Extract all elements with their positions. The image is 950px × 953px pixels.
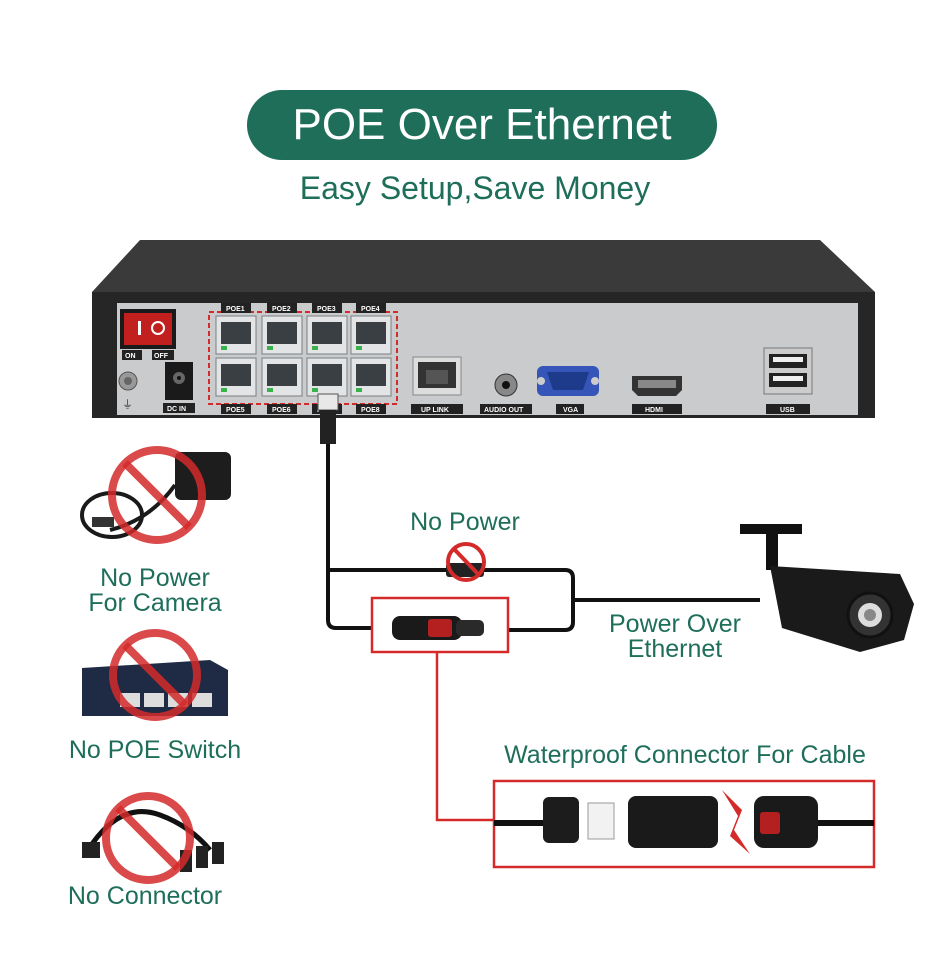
- no-power-sign-icon: [446, 542, 486, 582]
- audio-out-label: AUDIO OUT: [484, 407, 524, 414]
- waterproof-connector-label: Waterproof Connector For Cable: [504, 741, 866, 769]
- port-tag-bg: [221, 404, 251, 414]
- poe-port-label: POE4: [361, 306, 380, 313]
- poe-port-icon: [306, 357, 348, 397]
- page-subtitle: Easy Setup,Save Money: [299, 170, 651, 206]
- poe-port-label: POE1: [226, 306, 245, 313]
- power-adapter-icon: [80, 446, 231, 544]
- poe-port-icon: [261, 315, 303, 355]
- poe-port-icon: [261, 357, 303, 397]
- dc-in-port-icon: DC IN: [163, 362, 195, 413]
- poe-port-icon: [350, 315, 392, 355]
- poe-port-icon: [350, 357, 392, 397]
- page-title: POE Over Ethernet: [292, 100, 672, 149]
- usb-port-icon: USB: [763, 347, 813, 414]
- poe-port-label: POE8: [361, 407, 380, 414]
- port-tag-bg: [221, 303, 251, 313]
- hdmi-label: HDMI: [645, 407, 663, 414]
- nvr-recorder: ON OFF ⏚ DC IN POE1 POE2 POE3 POE4 POE5 POE6…: [92, 240, 875, 418]
- callout-line: [435, 652, 494, 822]
- hdmi-port-icon: HDMI: [632, 376, 682, 414]
- splitter-cable-icon: [82, 792, 224, 884]
- port-tag-bg: [312, 303, 342, 313]
- usb-label: USB: [780, 407, 795, 414]
- poe-port-icon: [215, 315, 257, 355]
- dc-in-label: DC IN: [167, 406, 186, 413]
- no-power-label: No Power: [410, 508, 520, 536]
- no-connector-label: No Connector: [67, 882, 223, 910]
- ethernet-cable: [317, 393, 760, 632]
- title-banner: POE Over Ethernet: [247, 90, 717, 160]
- vga-label: VGA: [563, 407, 578, 414]
- no-power-camera-label: No Power For Camera: [88, 564, 222, 617]
- network-switch-icon: [82, 629, 228, 721]
- uplink-label: UP LINK: [421, 407, 449, 414]
- poe-port-label: POE5: [226, 407, 245, 414]
- power-switch-icon: ON OFF: [120, 309, 176, 360]
- port-tag-bg: [267, 303, 297, 313]
- port-tag-bg: [356, 303, 386, 313]
- port-tag-bg: [356, 404, 386, 414]
- poe-label: Power Over Ethernet: [609, 610, 741, 663]
- svg-text:⏚: ⏚: [122, 398, 133, 411]
- poe-port-label: POE6: [272, 407, 291, 414]
- audio-out-port-icon: AUDIO OUT: [480, 373, 532, 414]
- poe-port-label: POE3: [317, 306, 336, 313]
- no-poe-switch-label: No POE Switch: [68, 736, 242, 764]
- waterproof-connector-illustration: [492, 779, 876, 869]
- vga-port-icon: VGA: [537, 366, 599, 414]
- poe-port-label: POE2: [272, 306, 291, 313]
- uplink-port-icon: UP LINK: [411, 356, 463, 414]
- poe-port-icon: [306, 315, 348, 355]
- bullet-camera-icon: [740, 524, 914, 652]
- switch-on-label: ON: [125, 353, 136, 360]
- rj45-coupler-icon: [370, 596, 510, 654]
- port-tag-bg: [267, 404, 297, 414]
- ground-screw-icon: ⏚: [118, 371, 138, 411]
- switch-off-label: OFF: [154, 353, 169, 360]
- poe-port-icon: [215, 357, 257, 397]
